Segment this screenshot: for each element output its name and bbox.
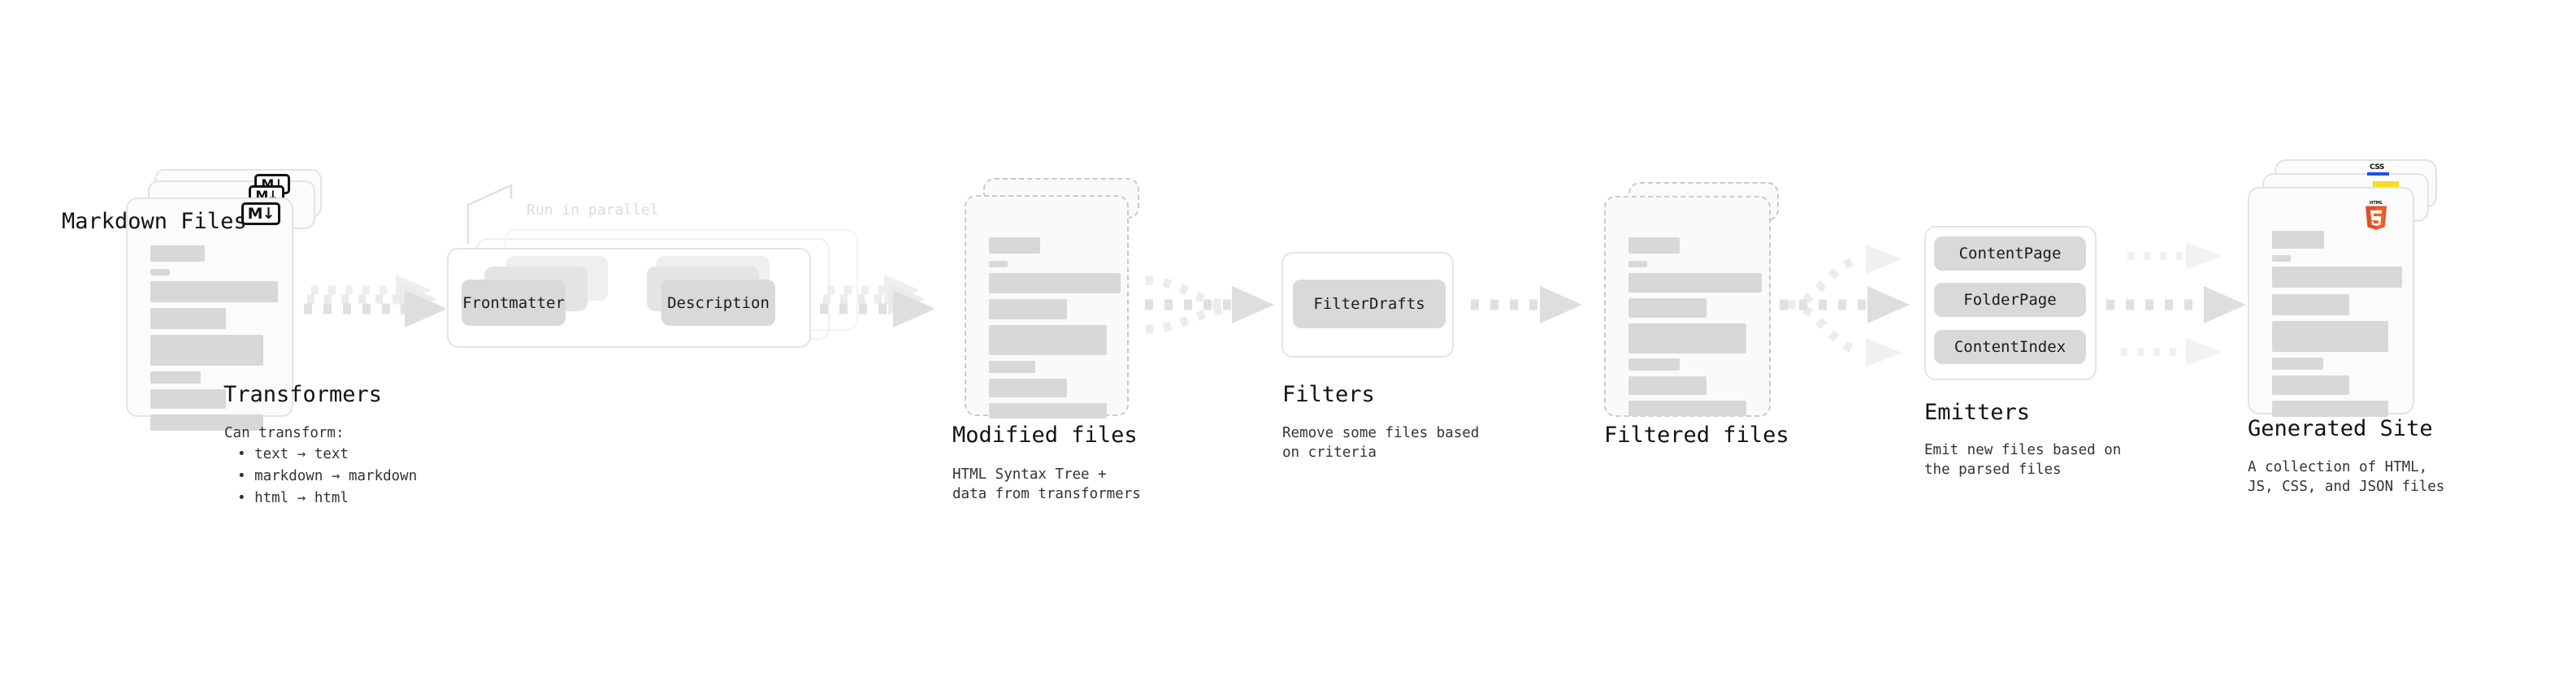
doc-bar xyxy=(989,237,1040,254)
doc-bar xyxy=(989,325,1107,355)
html5-icon: HTML xyxy=(2366,201,2387,230)
doc-bar xyxy=(989,299,1067,319)
doc-bar xyxy=(2272,358,2323,370)
stage-title-filters: Filters xyxy=(1282,382,1375,407)
doc-bar xyxy=(150,245,205,262)
connector-md-to-transformers xyxy=(304,275,447,327)
doc-bar xyxy=(150,389,226,409)
markdown-card-front xyxy=(126,197,293,431)
stage-title-transformers: Transformers xyxy=(223,382,383,407)
generated-site-desc: A collection of HTML, JS, CSS, and JSON … xyxy=(2248,459,2445,495)
css3-icon-bar xyxy=(2367,172,2389,176)
doc-bar xyxy=(1628,323,1746,354)
stage-title-filtered-files: Filtered files xyxy=(1604,423,1789,448)
svg-text:HTML: HTML xyxy=(2370,201,2383,206)
doc-bar xyxy=(1628,298,1706,318)
filtered-card-front xyxy=(1604,196,1771,417)
bracket-icon xyxy=(466,184,513,244)
filter-chip-filterdrafts[interactable]: FilterDrafts xyxy=(1293,280,1446,328)
stage-title-markdown-files: Markdown Files xyxy=(62,209,247,234)
doc-bar xyxy=(1628,376,1706,395)
doc-bar xyxy=(989,403,1107,419)
stage-title-generated-site: Generated Site xyxy=(2248,416,2433,441)
transformers-desc: Can transform: xyxy=(224,425,345,441)
doc-bar xyxy=(989,361,1035,373)
transformers-bullet-2: • html → html xyxy=(237,490,349,506)
connector-filters-to-filtered xyxy=(1471,286,1582,323)
connector-modified-to-filters xyxy=(1145,275,1274,334)
transformer-chip-frontmatter[interactable]: Frontmatter xyxy=(462,280,566,326)
doc-bar xyxy=(989,379,1067,397)
doc-bar xyxy=(2272,321,2388,352)
doc-bar xyxy=(150,335,263,366)
modified-card-front xyxy=(965,195,1129,419)
run-in-parallel-label: Run in parallel xyxy=(527,202,659,219)
doc-bar xyxy=(2272,267,2402,288)
doc-bar xyxy=(1628,358,1680,371)
doc-bar xyxy=(1628,401,1746,416)
connector-filtered-to-emitters xyxy=(1780,245,1910,367)
doc-bar xyxy=(2272,255,2291,262)
doc-bar xyxy=(1628,273,1762,293)
doc-bar xyxy=(2272,231,2324,249)
emitter-chip-folderpage[interactable]: FolderPage xyxy=(1934,283,2086,317)
stage-title-emitters: Emitters xyxy=(1924,400,2031,425)
doc-bar xyxy=(989,261,1008,267)
markdown-icon: M↓ xyxy=(241,202,280,225)
doc-bar xyxy=(1628,237,1680,254)
doc-bar xyxy=(150,281,278,302)
site-card-front xyxy=(2248,187,2414,417)
doc-bar xyxy=(150,308,226,329)
emitters-desc: Emit new files based on the parsed files xyxy=(1924,442,2122,478)
doc-bar xyxy=(2272,294,2349,315)
emitter-chip-contentindex[interactable]: ContentIndex xyxy=(1934,330,2086,364)
transformers-bullet-1: • markdown → markdown xyxy=(237,468,418,484)
doc-bar xyxy=(2272,375,2349,395)
doc-bar xyxy=(150,371,201,384)
modified-files-desc: HTML Syntax Tree + data from transformer… xyxy=(952,466,1141,502)
transformer-chip-description[interactable]: Description xyxy=(661,280,775,326)
doc-bar xyxy=(2272,401,2388,417)
doc-bar xyxy=(1628,261,1647,267)
css3-icon: CSS xyxy=(2370,163,2384,171)
doc-bar xyxy=(989,273,1121,293)
transformers-bullet-0: • text → text xyxy=(237,446,349,462)
stage-title-modified-files-label: Modified files xyxy=(952,423,1138,448)
filters-desc: Remove some files based on criteria xyxy=(1282,425,1480,461)
emitter-chip-contentpage[interactable]: ContentPage xyxy=(1934,236,2086,271)
doc-bar xyxy=(150,269,170,275)
connector-emitters-to-site xyxy=(2106,242,2246,366)
doc-bar xyxy=(150,414,263,431)
